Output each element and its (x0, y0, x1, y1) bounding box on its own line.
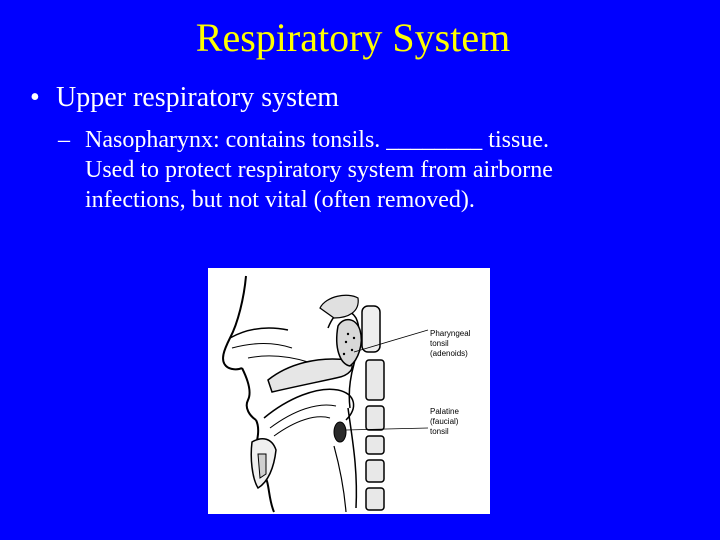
label-pharyngeal-3: (adenoids) (430, 349, 468, 358)
label-palatine-2: (faucial) (430, 417, 459, 426)
label-palatine-1: Palatine (430, 407, 459, 416)
anatomy-illustration: Pharyngeal tonsil (adenoids) Palatine (f… (222, 275, 471, 513)
bullet-mark: • (30, 82, 40, 113)
slide-title: Respiratory System (195, 15, 511, 60)
label-pharyngeal-1: Pharyngeal (430, 329, 471, 338)
sub-bullet-line-1: Nasopharynx: contains tonsils. ________ … (85, 127, 549, 153)
dash-mark: – (58, 127, 70, 153)
bullet1-text: Upper respiratory system (56, 82, 340, 113)
sub-bullet-line-2: Used to protect respiratory system from … (85, 157, 553, 183)
bullet-upper-respiratory: • Upper respiratory system (30, 80, 339, 116)
label-palatine-3: tonsil (430, 427, 449, 436)
sub-bullet-line-3: infections, but not vital (often removed… (85, 187, 475, 213)
label-pharyngeal-2: tonsil (430, 339, 449, 348)
anatomy-figure: Pharyngeal tonsil (adenoids) Palatine (f… (208, 268, 490, 514)
sub-bullet-nasopharynx: – Nasopharynx: contains tonsils. _______… (58, 125, 658, 215)
